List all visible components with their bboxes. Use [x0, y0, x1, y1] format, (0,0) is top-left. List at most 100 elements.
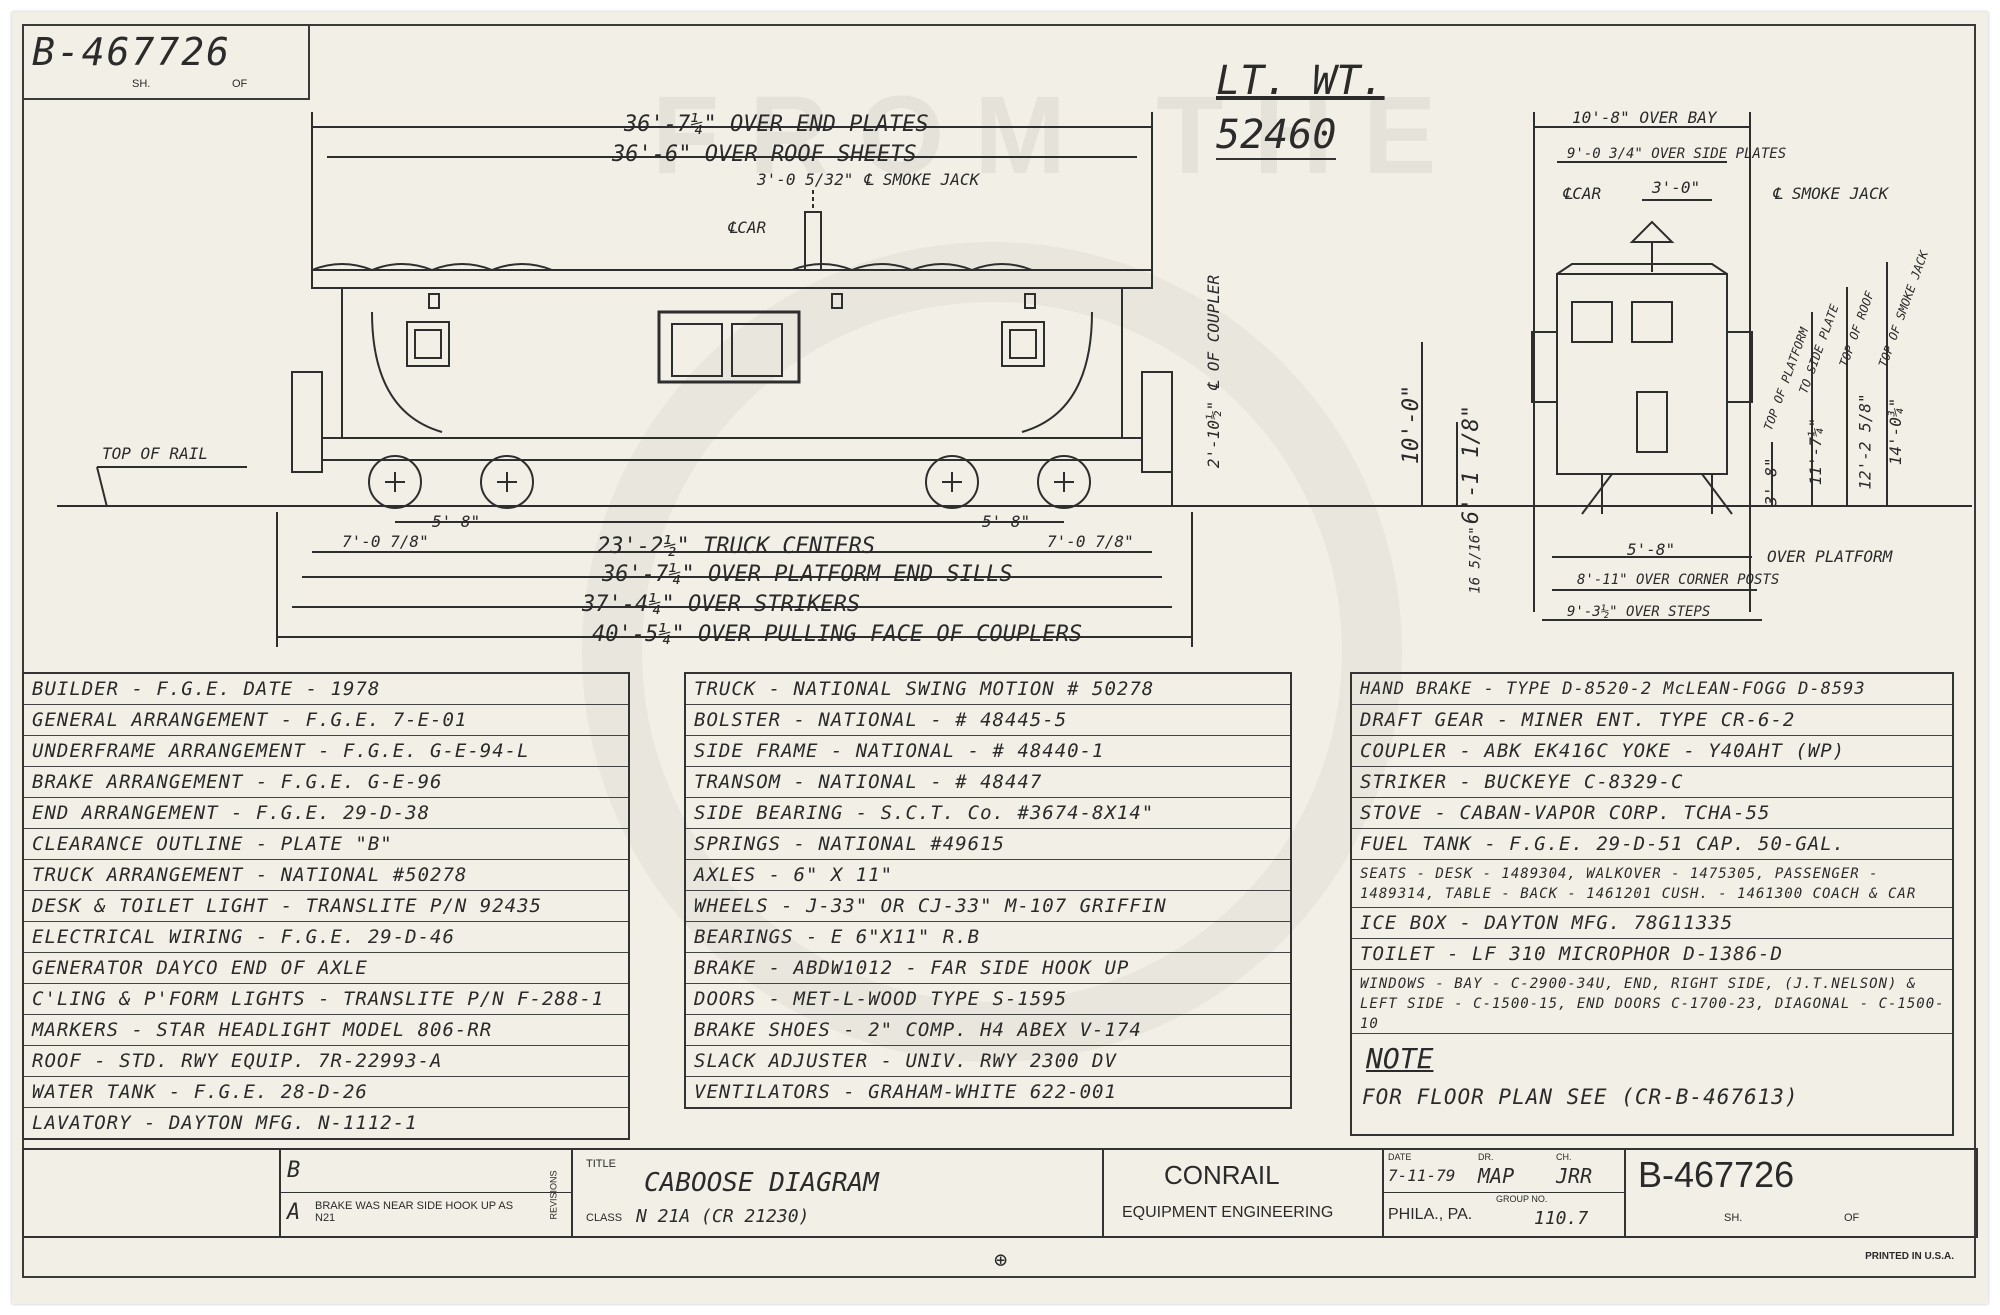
spec-row: BEARINGS - E 6"X11" R.B — [686, 922, 1290, 953]
dim-over-bay: 10'-8" OVER BAY — [1572, 108, 1717, 127]
group-label: GROUP NO. — [1496, 1194, 1548, 1204]
dim-over-strikers: 37'-4¼" OVER STRIKERS — [582, 592, 861, 617]
of-label: OF — [232, 78, 248, 90]
spec-row: STOVE - CABAN-VAPOR CORP. TCHA-55 — [1352, 798, 1952, 829]
spec-row: TRUCK - NATIONAL SWING MOTION # 50278 — [686, 674, 1290, 705]
spec-row: MARKERS - STAR HEADLIGHT MODEL 806-RR — [24, 1015, 628, 1046]
title-label: TITLE — [586, 1158, 616, 1170]
drawing-number: B-467726 — [32, 30, 232, 74]
dim-width-9-3: 9'-3½" OVER STEPS — [1567, 604, 1711, 620]
dim-over-side-plates: 9'-0 3/4" OVER SIDE PLATES — [1567, 146, 1787, 162]
spec-row: SIDE BEARING - S.C.T. Co. #3674-8X14" — [686, 798, 1290, 829]
dim-over-end-plates: 36'-7¼" OVER END PLATES — [624, 112, 929, 137]
spec-row: BUILDER - F.G.E. DATE - 1978 — [24, 674, 628, 705]
spec-row: GENERATOR DAYCO END OF AXLE — [24, 953, 628, 984]
approval-row — [1384, 1150, 1624, 1193]
date-value: 7-11-79 — [1388, 1166, 1456, 1185]
revision-a-letter: A — [287, 1200, 301, 1225]
label-top-of-rail: TOP OF RAIL — [102, 444, 208, 463]
spec-row: DOORS - MET-L-WOOD TYPE S-1595 — [686, 984, 1290, 1015]
weight-label: LT. WT. — [1216, 58, 1385, 104]
drawing-number-block: B-467726 SH. OF — [1624, 1150, 1976, 1236]
spec-row: UNDERFRAME ARRANGEMENT - F.G.E. G-E-94-L — [24, 736, 628, 767]
dim-7-0-left: 7'-0 7/8" — [342, 532, 429, 551]
drawing-title: CABOOSE DIAGRAM — [644, 1168, 879, 1198]
location: PHILA., PA. — [1388, 1206, 1473, 1223]
spec-row: WHEELS - J-33" OR CJ-33" M-107 GRIFFIN — [686, 891, 1290, 922]
dim-width-8-11: 8'-11" OVER CORNER POSTS — [1577, 572, 1780, 588]
spec-row: HAND BRAKE - TYPE D-8520-2 McLEAN-FOGG D… — [1352, 674, 1952, 705]
revisions-label: REVISIONS — [548, 1170, 559, 1220]
dim-smoke-jack: 3'-0 5/32" ℄ SMOKE JACK — [757, 170, 980, 189]
spec-row: DESK & TOILET LIGHT - TRANSLITE P/N 9243… — [24, 891, 628, 922]
spec-row: WINDOWS - BAY - C-2900-34U, END, RIGHT S… — [1352, 970, 1952, 1034]
date-label: DATE — [1388, 1152, 1412, 1162]
group-value: 110.7 — [1534, 1208, 1589, 1229]
dim-height-11-7: 11'-7¼" — [1806, 417, 1826, 486]
spec-row: STRIKER - BUCKEYE C-8329-C — [1352, 767, 1952, 798]
sheet-label: SH. — [132, 78, 151, 90]
dim-height-3-8: 3'-8" — [1761, 457, 1781, 506]
spec-row: SEATS - DESK - 1489304, WALKOVER - 14753… — [1352, 860, 1952, 908]
label-over-platform: OVER PLATFORM — [1767, 547, 1893, 566]
spec-row: ROOF - STD. RWY EQUIP. 7R-22993-A — [24, 1046, 628, 1077]
dim-height-10-0: 10'-0" — [1399, 384, 1425, 465]
note-title: NOTE — [1366, 1042, 1434, 1075]
title-drawing-number: B-467726 — [1638, 1154, 1795, 1195]
dim-16-5-16: 16 5/16" — [1467, 526, 1484, 594]
title-sheet-label: SH. — [1724, 1212, 1743, 1224]
department: EQUIPMENT ENGINEERING — [1122, 1204, 1334, 1221]
spec-row: END ARRANGEMENT - F.G.E. 29-D-38 — [24, 798, 628, 829]
revision-b-row: B — [281, 1150, 571, 1193]
label-car-centerline: ℄CAR — [727, 218, 767, 237]
dim-coupler-height: 2'-10½" ℄ OF COUPLER — [1204, 274, 1224, 469]
note-block: NOTE FOR FLOOR PLAN SEE (CR-B-467613) — [1352, 1034, 1952, 1109]
class-value: N 21A (CR 21230) — [636, 1206, 810, 1227]
title-of-label: OF — [1844, 1212, 1860, 1224]
spec-row: VENTILATORS - GRAHAM-WHITE 622-001 — [694, 1081, 1117, 1103]
note-text: FOR FLOOR PLAN SEE (CR-B-467613) — [1362, 1085, 1799, 1109]
approval-block: DATE 7-11-79 DR. MAP CH. JRR PHILA., PA.… — [1382, 1150, 1626, 1236]
spec-row: BRAKE - ABDW1012 - FAR SIDE HOOK UP — [686, 953, 1290, 984]
spec-row: COUPLER - ABK EK416C YOKE - Y40AHT (WP) — [1352, 736, 1952, 767]
spec-row: TRANSOM - NATIONAL - # 48447 — [686, 767, 1290, 798]
spec-row: TOILET - LF 310 MICROPHOR D-1386-D — [1352, 939, 1952, 970]
spec-table-right: HAND BRAKE - TYPE D-8520-2 McLEAN-FOGG D… — [1350, 672, 1954, 1136]
weight-value: 52460 — [1216, 112, 1337, 160]
revision-b-letter: B — [287, 1158, 301, 1183]
revision-area: B A BRAKE WAS NEAR SIDE HOOK UP AS N21 R… — [279, 1150, 573, 1236]
spec-row: AXLES - 6" X 11" — [686, 860, 1290, 891]
dim-over-pulling-face: 40'-5¼" OVER PULLING FACE OF COUPLERS — [592, 622, 1083, 647]
end-car-centerline: ℄CAR — [1562, 184, 1602, 203]
spec-row: C'LING & P'FORM LIGHTS - TRANSLITE P/N F… — [24, 984, 628, 1015]
spec-row: GENERAL ARRANGEMENT - F.G.E. 7-E-01 — [24, 705, 628, 736]
dim-over-roof-sheets: 36'-6" OVER ROOF SHEETS — [612, 142, 917, 167]
drawing-border — [22, 24, 1976, 1278]
caboose-drawings — [57, 112, 1972, 647]
end-smoke-jack: ℄ SMOKE JACK — [1772, 184, 1889, 203]
ch-label: CH. — [1556, 1152, 1572, 1162]
company-name: CONRAIL — [1164, 1160, 1280, 1190]
spec-row: SLACK ADJUSTER - UNIV. RWY 2300 DV — [686, 1046, 1290, 1077]
spec-table-left: BUILDER - F.G.E. DATE - 1978 GENERAL ARR… — [22, 672, 630, 1140]
spec-row: WATER TANK - F.G.E. 28-D-26 — [24, 1077, 628, 1108]
spec-row: DRAFT GEAR - MINER ENT. TYPE CR-6-2 — [1352, 705, 1952, 736]
spec-row: BRAKE ARRANGEMENT - F.G.E. G-E-96 — [24, 767, 628, 798]
spec-row: TRUCK ARRANGEMENT - NATIONAL #50278 — [24, 860, 628, 891]
class-label: CLASS — [586, 1212, 623, 1224]
dim-5-8-left: 5'-8" — [432, 512, 481, 531]
company-block: CONRAIL EQUIPMENT ENGINEERING — [1102, 1150, 1384, 1236]
spec-row: SPRINGS - NATIONAL #49615 — [686, 829, 1290, 860]
spec-row: BOLSTER - NATIONAL - # 48445-5 — [686, 705, 1290, 736]
dim-height-6-1: 6'-1 1/8" — [1459, 404, 1485, 525]
dim-width-5-8: 5'-8" — [1627, 540, 1676, 559]
spec-row: CLEARANCE OUTLINE - PLATE "B" — [24, 829, 628, 860]
drawing-number-box: B-467726 SH. OF — [22, 24, 310, 100]
spec-row: BRAKE SHOES - 2" COMP. H4 ABEX V-174 — [686, 1015, 1290, 1046]
center-mark: ⊕ — [994, 1248, 1008, 1273]
title-block: B A BRAKE WAS NEAR SIDE HOOK UP AS N21 R… — [22, 1148, 1978, 1238]
printed-in-usa: PRINTED IN U.S.A. — [1865, 1251, 1954, 1262]
revision-a-row: A BRAKE WAS NEAR SIDE HOOK UP AS N21 — [281, 1192, 571, 1236]
drawing-sheet: FROM THE B-467726 SH. OF LT. WT. 52460 — [12, 12, 1988, 1304]
dr-label: DR. — [1478, 1152, 1494, 1162]
